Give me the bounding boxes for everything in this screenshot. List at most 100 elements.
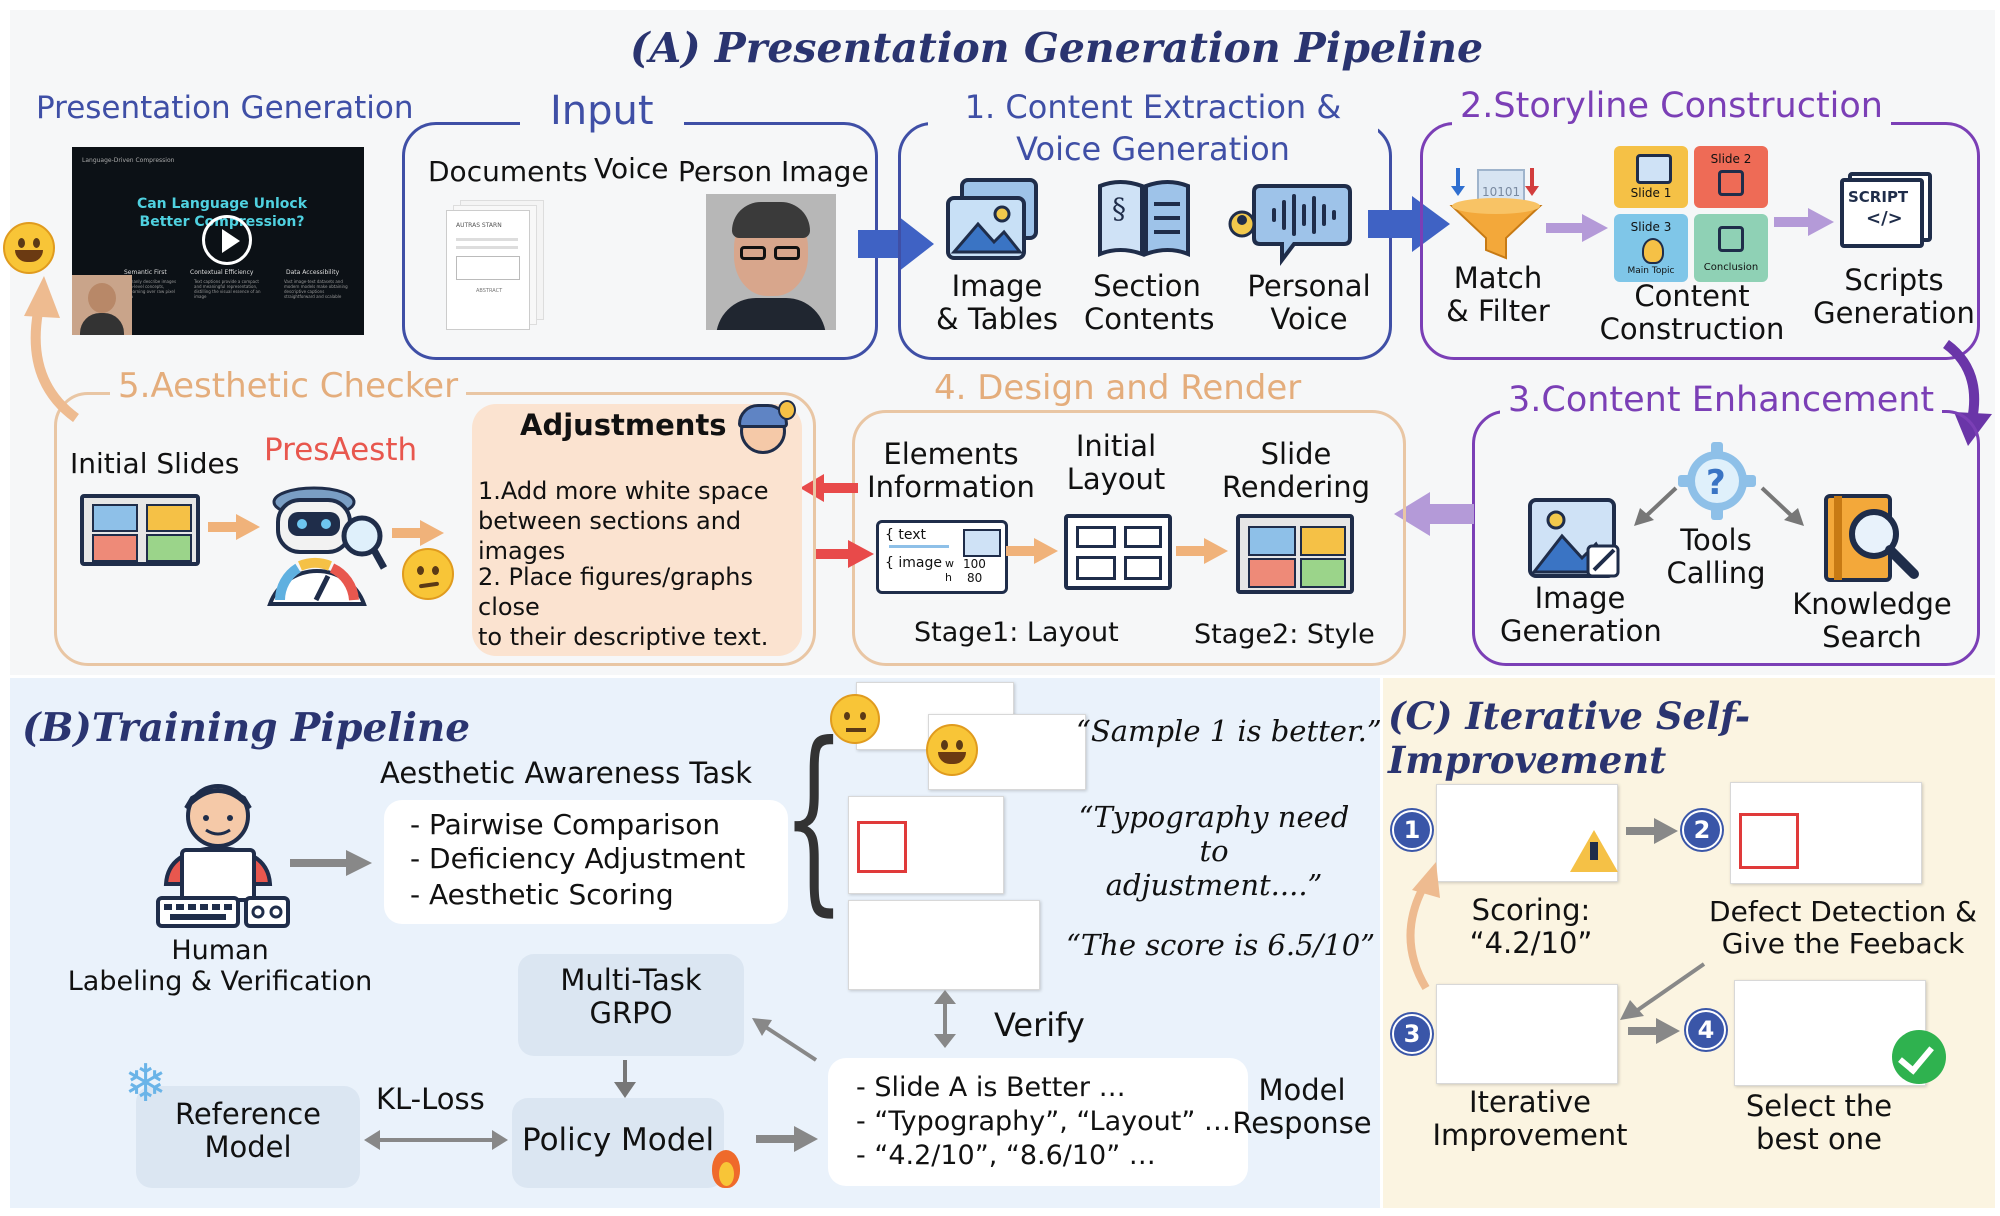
human-labeler-icon bbox=[156, 784, 290, 928]
knowledge-search-label: Knowledge Search bbox=[1784, 588, 1960, 654]
video-col-2-title: Contextual Efficiency bbox=[190, 269, 254, 276]
code-text: { text bbox=[885, 527, 926, 543]
arrow-checker-to-presentation bbox=[24, 276, 79, 422]
svg-text:§: § bbox=[1112, 192, 1126, 225]
code-80: 80 bbox=[967, 571, 983, 585]
panel-c-background bbox=[1383, 678, 1995, 1208]
initial-layout-label: Initial Layout bbox=[1054, 430, 1178, 496]
checkmark-icon bbox=[1892, 1030, 1946, 1084]
elements-code-card: { text { image w h 100 80 bbox=[876, 520, 1008, 594]
arrow-extraction-to-storyline bbox=[1368, 196, 1450, 252]
code-100: 100 bbox=[963, 557, 986, 571]
elements-information-label-2: Information bbox=[867, 469, 1035, 504]
slide-3-card: Slide 3 Main Topic bbox=[1614, 214, 1688, 282]
scoring-label-2: “4.2/10” bbox=[1469, 925, 1593, 960]
slide-2-label: Slide 2 bbox=[1710, 152, 1752, 166]
match-filter-funnel-icon: 10101 bbox=[1449, 168, 1543, 260]
grpo-label: Multi-Task GRPO bbox=[518, 964, 744, 1030]
task-list-card bbox=[384, 800, 788, 924]
response-line-2: - “Typography”, “Layout” … bbox=[856, 1106, 1231, 1137]
elements-information-label-1: Elements bbox=[883, 437, 1019, 471]
adjustment-2: 2. Place figures/graphs close to their d… bbox=[478, 562, 808, 652]
adjustment-1-line-2: between sections and images bbox=[478, 507, 742, 565]
svg-text:?: ? bbox=[1706, 463, 1726, 503]
policy-model-box[interactable] bbox=[512, 1098, 724, 1188]
grpo-label-1: Multi-Task bbox=[560, 963, 702, 997]
script-label: SCRIPT bbox=[1848, 188, 1909, 206]
image-tables-icon bbox=[946, 178, 1038, 260]
enhancement-title: 3.Content Enhancement bbox=[1500, 380, 1943, 420]
select-best-label-2: best one bbox=[1756, 1121, 1882, 1156]
extraction-title: 1. Content Extraction & Voice Generation bbox=[964, 88, 1342, 168]
personal-voice-label-1: Personal bbox=[1247, 269, 1371, 303]
kl-loss-double-arrow bbox=[364, 1130, 508, 1150]
section-contents-label: Section Contents bbox=[1084, 269, 1215, 336]
personal-voice-label: Personal Voice bbox=[1244, 270, 1374, 336]
arrow-step2-to-step3 bbox=[1620, 962, 1706, 1020]
policy-model-label: Policy Model bbox=[522, 1122, 715, 1158]
play-button-icon[interactable] bbox=[202, 215, 252, 265]
slide-3-label: Slide 3 bbox=[1630, 220, 1672, 234]
section-contents-label-1: Section bbox=[1093, 269, 1201, 303]
content-construction-slides: Slide 1 Slide 2 Slide 3 Main Topic Concl… bbox=[1614, 146, 1768, 282]
robot-checker-icon bbox=[267, 486, 388, 606]
arrow-elements-to-layout bbox=[1006, 538, 1058, 564]
content-construction-label-2: Construction bbox=[1599, 311, 1785, 346]
video-col-3-text: Vast image-text datasets and modern mode… bbox=[284, 279, 348, 299]
quote-score: “The score is 6.5/10” bbox=[1066, 928, 1376, 962]
human-label-1: Human bbox=[171, 935, 269, 966]
snowflake-icon: ❄ bbox=[124, 1054, 168, 1114]
warning-icon bbox=[1570, 830, 1618, 872]
section-contents-label-2: Contents bbox=[1084, 301, 1215, 336]
step-2-badge: 2 bbox=[1682, 810, 1722, 850]
arrow-step1-to-step2 bbox=[1626, 818, 1678, 844]
scripts-generation-label-2: Generation bbox=[1813, 295, 1975, 330]
video-col-3-title: Data Accessibility bbox=[286, 269, 340, 276]
checker-title: 5.Aesthetic Checker bbox=[110, 366, 467, 406]
stage2-label: Stage2: Style bbox=[1194, 619, 1375, 650]
tools-calling-label-2: Calling bbox=[1666, 555, 1766, 590]
conclusion-label: Conclusion bbox=[1703, 262, 1759, 273]
input-title: Input bbox=[520, 88, 684, 134]
defect-detection-label-2: Give the Feeback bbox=[1721, 926, 1965, 960]
presentation-video[interactable]: Language-Driven Compression Can Language… bbox=[72, 147, 364, 335]
adjustment-2-line-2: to their descriptive text. bbox=[478, 623, 769, 651]
video-col-2-text: Text captions provide a compact and mean… bbox=[194, 279, 261, 299]
reference-model-label: Reference Model bbox=[136, 1098, 360, 1164]
tools-calling-label-1: Tools bbox=[1680, 523, 1752, 557]
arrow-design-to-adjustments-1 bbox=[800, 474, 858, 502]
section-contents-icon: § bbox=[1098, 180, 1190, 257]
image-generation-icon bbox=[1528, 498, 1620, 578]
arrow-human-to-task bbox=[290, 850, 372, 876]
arrow-grpo-to-policy bbox=[614, 1060, 636, 1098]
initial-layout-wireframe bbox=[1064, 514, 1172, 590]
task-pairwise: - Pairwise Comparison bbox=[410, 808, 721, 841]
select-best-label-1: Select the bbox=[1745, 1089, 1893, 1123]
knowledge-search-icon bbox=[1824, 494, 1919, 582]
input-voice-label: Voice bbox=[594, 152, 669, 185]
task-deficiency: - Deficiency Adjustment bbox=[410, 842, 746, 875]
document-abstract-text: ABSTRACT bbox=[476, 288, 503, 294]
slide-1-card: Slide 1 bbox=[1614, 146, 1688, 208]
model-response-label-1: Model bbox=[1258, 1073, 1346, 1107]
script-code-icon: </> bbox=[1866, 208, 1903, 229]
reference-model-label-2: Model bbox=[204, 1129, 292, 1164]
task-scoring: - Aesthetic Scoring bbox=[410, 878, 674, 911]
arrow-enhancement-to-design bbox=[1394, 492, 1474, 536]
code-image: { image bbox=[885, 555, 942, 571]
voice-waveform-icon bbox=[577, 229, 673, 307]
tools-calling-gear-icon: ? bbox=[1678, 442, 1756, 520]
presentation-heading: Presentation Generation bbox=[36, 90, 414, 126]
elements-information-label: Elements Information bbox=[862, 438, 1040, 504]
arrow-match-to-content bbox=[1546, 214, 1608, 242]
slide-rendering-label-2: Rendering bbox=[1221, 469, 1371, 504]
code-w: w bbox=[945, 557, 954, 570]
arrow-elements-to-adjustments-2 bbox=[814, 540, 874, 568]
personal-voice-icon bbox=[1228, 184, 1352, 266]
grpo-label-2: GRPO bbox=[589, 995, 673, 1030]
initial-layout-label-1: Initial bbox=[1075, 429, 1157, 463]
image-tables-label-2: & Tables bbox=[936, 301, 1058, 336]
presaesth-label: PresAesth bbox=[264, 432, 418, 468]
arrow-tools-to-knowledge bbox=[1760, 486, 1804, 526]
sample-thumb-3 bbox=[848, 796, 1004, 894]
